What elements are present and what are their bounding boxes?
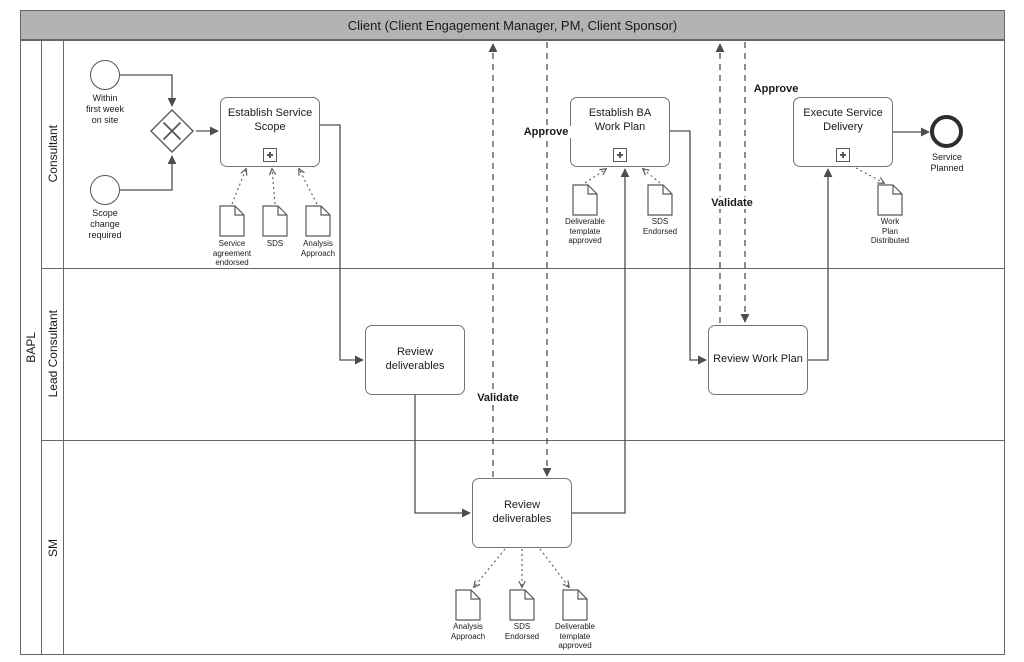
document-label: SDS Endorsed: [642, 217, 678, 236]
exclusive-gateway-icon[interactable]: [149, 108, 195, 154]
document-sds[interactable]: [262, 205, 288, 242]
document-sds-endorsed[interactable]: [647, 184, 673, 221]
document-label: SDS: [266, 239, 284, 248]
document-label: SDS Endorsed: [504, 622, 540, 641]
task-review-deliverables-lead[interactable]: Review deliverables: [365, 325, 465, 395]
task-label: Execute Service Delivery: [803, 107, 883, 133]
document-icon: [572, 184, 598, 216]
lane-divider: [42, 440, 1005, 441]
end-event-service-planned[interactable]: [930, 115, 963, 148]
document-icon: [305, 205, 331, 237]
document-sds-endorsed-sm[interactable]: [509, 589, 535, 626]
start-event-label: Within first week on site: [85, 93, 124, 125]
document-icon: [509, 589, 535, 621]
task-execute-service-delivery[interactable]: Execute Service Delivery: [793, 97, 893, 167]
document-label: Deliverable template approved: [554, 622, 596, 651]
document-icon: [647, 184, 673, 216]
pool-label-strip: BAPL: [20, 40, 42, 655]
document-icon: [262, 205, 288, 237]
document-deliverable-template-approved[interactable]: [572, 184, 598, 221]
document-work-plan-distributed[interactable]: [877, 184, 903, 221]
client-pool-label: Client (Client Engagement Manager, PM, C…: [347, 17, 678, 33]
document-icon: [219, 205, 245, 237]
task-establish-ba-work-plan[interactable]: Establish BA Work Plan: [570, 97, 670, 167]
document-icon: [562, 589, 588, 621]
task-label: Review deliverables: [492, 499, 552, 525]
start-event-scope-change[interactable]: [90, 175, 120, 205]
task-review-work-plan[interactable]: Review Work Plan: [708, 325, 808, 395]
task-label: Review Work Plan: [713, 353, 803, 366]
task-label: Establish Service Scope: [227, 107, 313, 133]
pool-label: BAPL: [23, 332, 38, 363]
flow-label-validate: Validate: [470, 392, 526, 404]
flow-label-approve: Approve: [518, 126, 574, 138]
lane-lead-consultant: Lead Consultant: [42, 268, 64, 440]
lane-sm-label: SM: [45, 538, 60, 557]
document-analysis-approach-sm[interactable]: [455, 589, 481, 626]
lane-consultant-label: Consultant: [45, 125, 60, 183]
document-label: Deliverable template approved: [564, 217, 606, 246]
document-service-agreement-endorsed[interactable]: [219, 205, 245, 242]
document-label: Analysis Approach: [300, 239, 336, 258]
subprocess-expand-icon: [836, 148, 850, 162]
lane-sm: SM: [42, 440, 64, 655]
task-label: Review deliverables: [385, 346, 445, 372]
document-label: Work Plan Distributed: [870, 217, 910, 246]
lane-divider: [42, 268, 1005, 269]
document-label: Analysis Approach: [450, 622, 486, 641]
start-event-label: Scope change required: [88, 208, 122, 240]
lane-consultant: Consultant: [42, 40, 64, 268]
subprocess-expand-icon: [263, 148, 277, 162]
end-event-label: Service Planned: [930, 152, 964, 173]
document-analysis-approach[interactable]: [305, 205, 331, 242]
lane-lead-consultant-label: Lead Consultant: [45, 310, 60, 398]
document-icon: [455, 589, 481, 621]
task-review-deliverables-sm[interactable]: Review deliverables: [472, 478, 572, 548]
start-event-within-first-week[interactable]: [90, 60, 120, 90]
document-icon: [877, 184, 903, 216]
flow-label-validate: Validate: [704, 197, 760, 209]
flow-label-approve: Approve: [748, 83, 804, 95]
subprocess-expand-icon: [613, 148, 627, 162]
task-label: Establish BA Work Plan: [588, 107, 652, 133]
document-deliverable-template-approved-sm[interactable]: [562, 589, 588, 626]
task-establish-service-scope[interactable]: Establish Service Scope: [220, 97, 320, 167]
client-pool-header: Client (Client Engagement Manager, PM, C…: [20, 10, 1005, 40]
document-label: Service agreement endorsed: [212, 239, 252, 268]
